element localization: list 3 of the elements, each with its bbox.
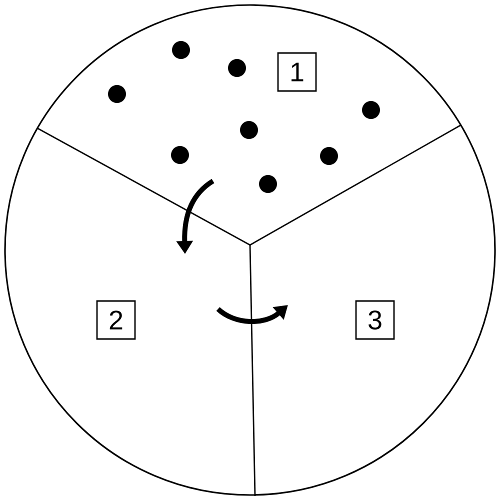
number-box: 2 xyxy=(96,300,136,340)
number-box: 1 xyxy=(277,52,317,92)
number-box: 3 xyxy=(355,300,395,340)
